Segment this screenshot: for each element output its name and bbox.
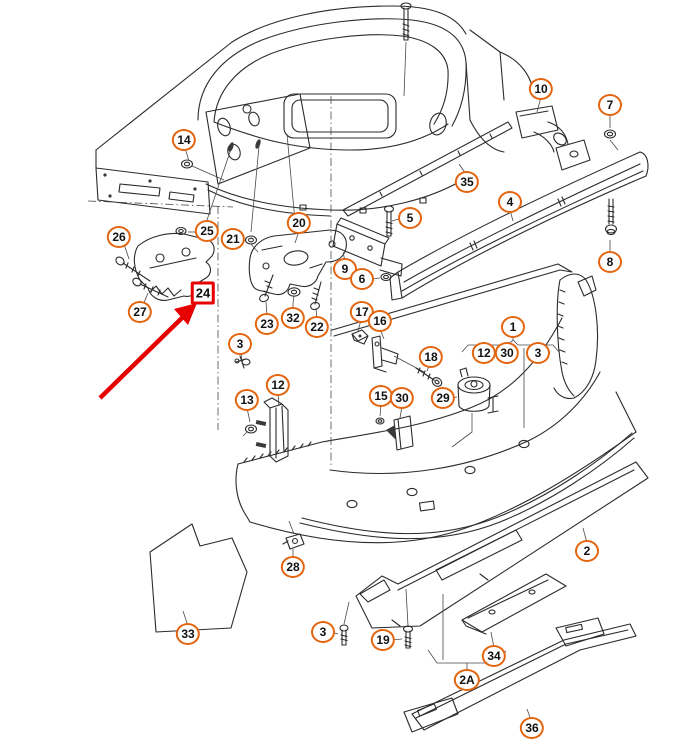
impact-bar-4 <box>390 152 648 300</box>
construction-lines <box>88 96 524 660</box>
callout-16[interactable]: 16 <box>367 310 393 332</box>
callout-22[interactable]: 22 <box>304 316 330 338</box>
callout-20[interactable]: 20 <box>286 212 312 234</box>
sensor-29 <box>452 368 498 447</box>
bolt-23 <box>259 275 273 303</box>
clip-13 <box>243 425 257 436</box>
diffuser-2 <box>356 462 648 628</box>
bolt-8 <box>606 199 617 235</box>
clip-3-left <box>235 356 250 368</box>
callout-26[interactable]: 26 <box>106 226 132 248</box>
callout-30[interactable]: 30 <box>389 387 415 409</box>
bolt-26 <box>114 255 150 281</box>
grommet-21 <box>246 236 259 252</box>
clip-28 <box>283 521 304 549</box>
screw-19 <box>404 589 413 648</box>
callout-29[interactable]: 29 <box>430 387 456 409</box>
highlight-arrow <box>100 303 197 398</box>
callout-30[interactable]: 30 <box>494 342 520 364</box>
callout-8[interactable]: 8 <box>598 251 622 273</box>
top-bolt <box>401 3 411 96</box>
callout-3[interactable]: 3 <box>228 333 252 355</box>
reinforcement-strip-35 <box>343 122 512 216</box>
plate-30 <box>386 416 413 450</box>
callout-27[interactable]: 27 <box>127 301 153 323</box>
callout-23[interactable]: 23 <box>254 313 280 335</box>
callout-12[interactable]: 12 <box>471 342 497 364</box>
callout-10[interactable]: 10 <box>528 78 554 100</box>
callout-32[interactable]: 32 <box>280 307 306 329</box>
callout-14[interactable]: 14 <box>171 129 197 151</box>
heat-shield-33 <box>150 524 247 632</box>
callout-18[interactable]: 18 <box>418 346 444 368</box>
callout-36[interactable]: 36 <box>519 717 545 739</box>
callout-5[interactable]: 5 <box>398 207 422 229</box>
callout-28[interactable]: 28 <box>280 556 306 578</box>
callout-2[interactable]: 2 <box>575 540 599 562</box>
nut-25 <box>176 228 186 235</box>
bolt-22 <box>310 282 321 311</box>
callout-1[interactable]: 1 <box>501 316 525 338</box>
callout-34[interactable]: 34 <box>481 645 507 667</box>
support-bracket-9 <box>333 218 402 276</box>
grommet-32 <box>288 288 300 303</box>
bolt-5 <box>385 206 394 236</box>
trim-34 <box>462 574 566 634</box>
callout-19[interactable]: 19 <box>370 629 396 651</box>
guide-12 <box>255 398 288 462</box>
callout-25[interactable]: 25 <box>194 220 220 242</box>
callout-4[interactable]: 4 <box>498 191 522 213</box>
car-body-outline <box>96 6 534 216</box>
callout-6[interactable]: 6 <box>350 268 374 290</box>
nut-6 <box>381 274 391 281</box>
callout-7[interactable]: 7 <box>598 94 622 116</box>
callout-3[interactable]: 3 <box>526 342 550 364</box>
highlighted-callout-24[interactable]: 24 <box>190 281 216 305</box>
callout-2A[interactable]: 2A <box>453 669 481 691</box>
callout-21[interactable]: 21 <box>220 228 246 250</box>
callout-13[interactable]: 13 <box>234 389 260 411</box>
callout-15[interactable]: 15 <box>368 385 394 407</box>
callout-12[interactable]: 12 <box>265 374 291 396</box>
screw-3-bottom <box>340 602 349 645</box>
crash-absorber-10 <box>516 106 590 170</box>
nut-7 <box>605 130 619 150</box>
bolt-27 <box>131 277 168 297</box>
nut-15 <box>376 418 384 424</box>
callout-35[interactable]: 35 <box>454 171 480 193</box>
callout-3[interactable]: 3 <box>311 621 335 643</box>
callout-33[interactable]: 33 <box>175 623 201 645</box>
clip-17 <box>352 330 368 344</box>
bolt-18 <box>416 368 443 388</box>
trim-strip-36 <box>404 618 636 732</box>
nut-14 <box>182 160 225 180</box>
